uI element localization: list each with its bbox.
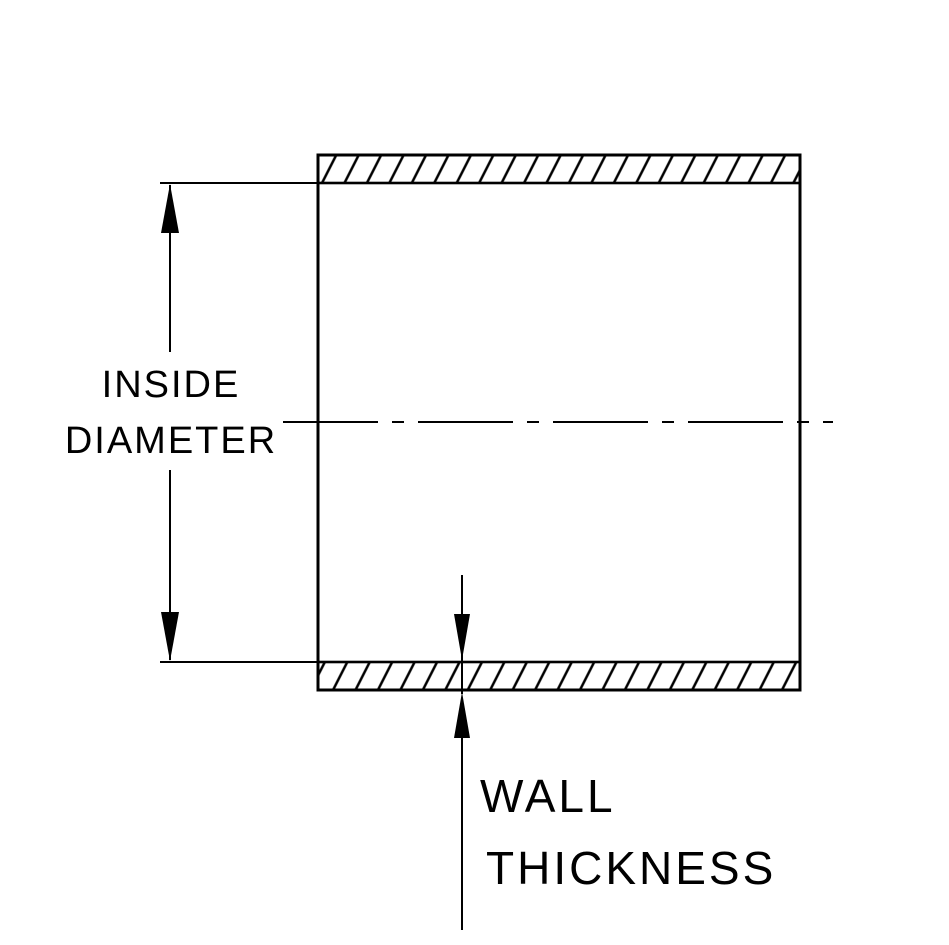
inside-diameter-arrowhead-up — [161, 184, 179, 233]
wall-thickness-arrowhead-down — [454, 614, 470, 660]
top-wall-hatched-section — [316, 153, 802, 185]
inside-diameter-arrowhead-down — [161, 612, 179, 661]
inside-diameter-label-line1: INSIDE — [102, 364, 241, 406]
bottom-wall-hatched-section — [316, 660, 802, 692]
wall-thickness-arrowhead-up — [454, 692, 470, 738]
inside-diameter-label-line2: DIAMETER — [65, 420, 277, 462]
wall-thickness-label-line1: WALL — [480, 770, 616, 822]
wall-thickness-label-line2: THICKNESS — [486, 842, 776, 894]
